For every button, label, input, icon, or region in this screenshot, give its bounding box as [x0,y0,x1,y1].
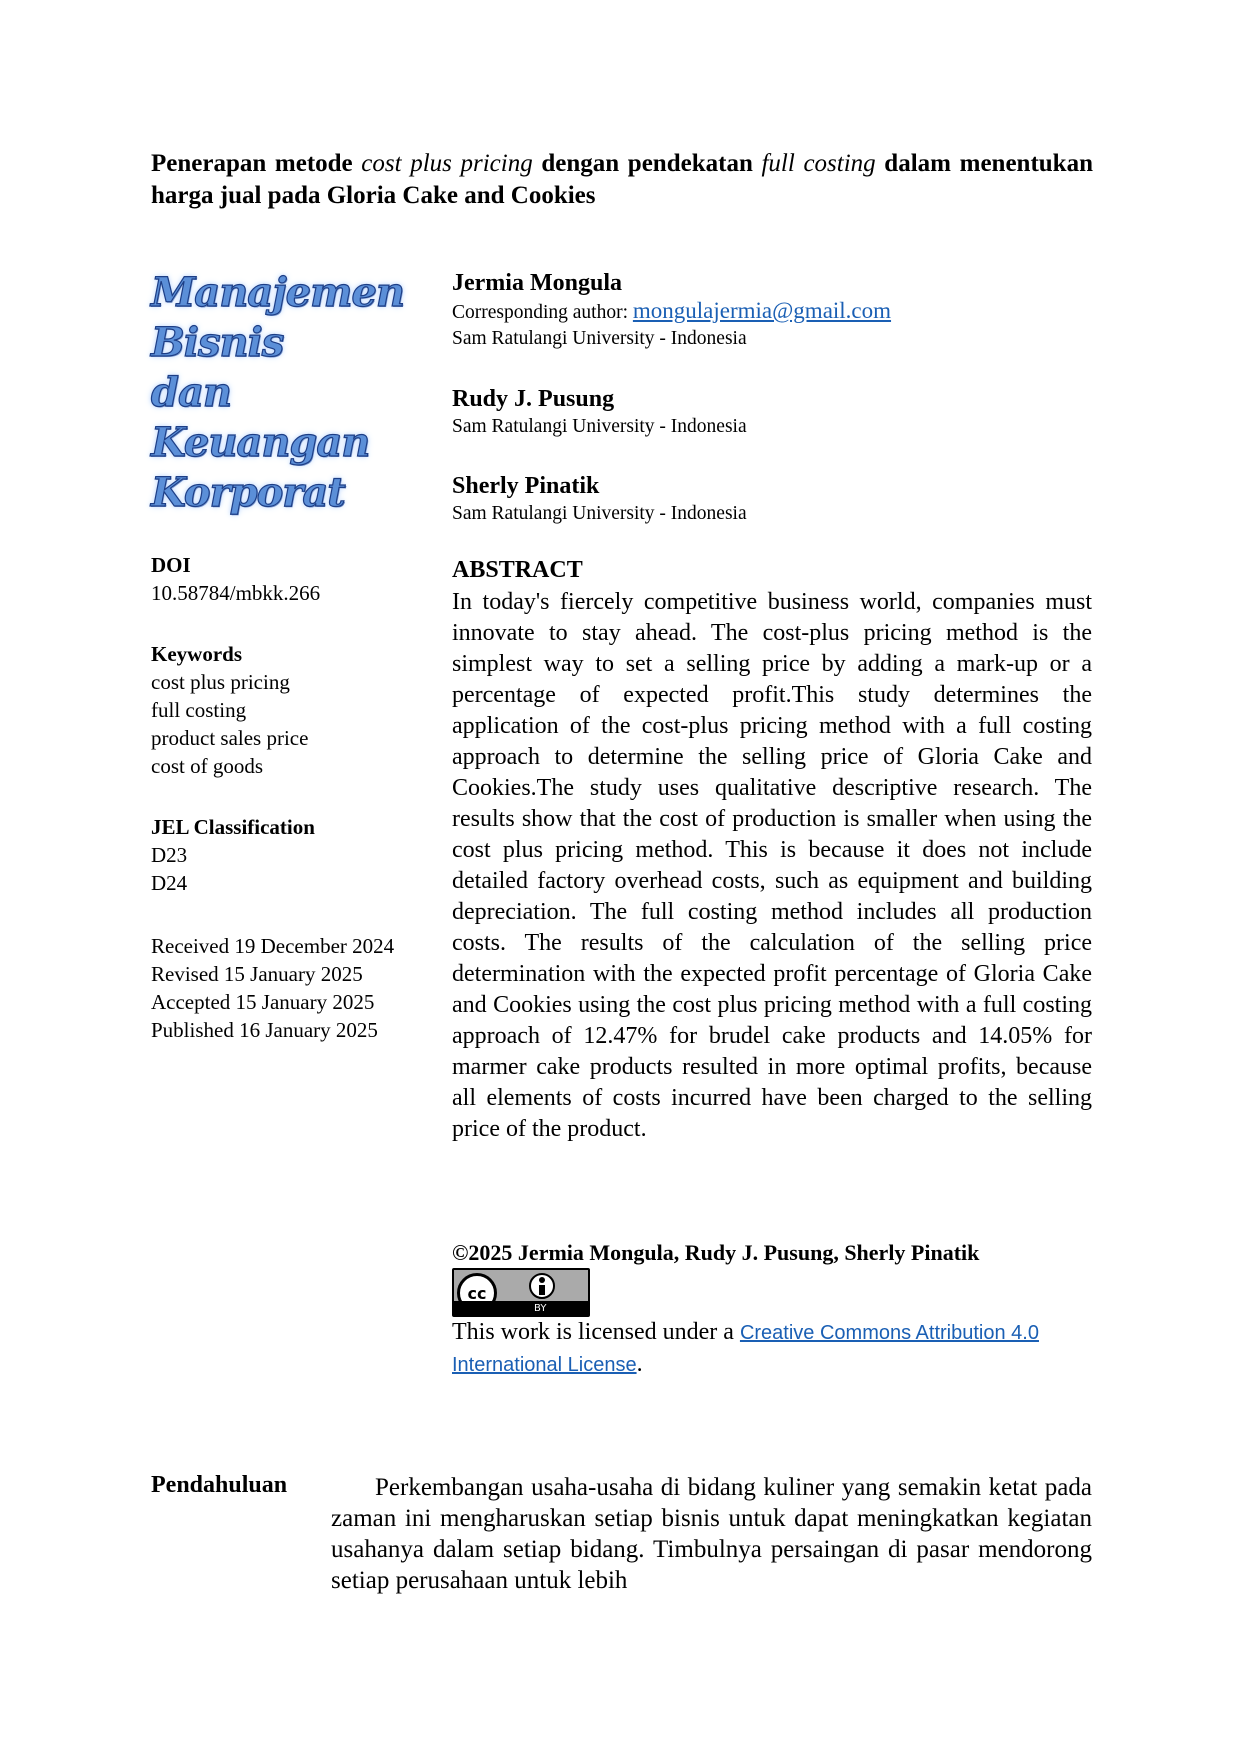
keyword-item: full costing [151,698,247,722]
author-2: Rudy J. Pusung Sam Ratulangi University … [452,384,1092,440]
doi-block: DOI 10.58784/mbkk.266 [151,551,421,607]
jel-item: D24 [151,871,188,895]
keywords-block: Keywords cost plus pricing full costing … [151,640,421,780]
author-1: Jermia Mongula Corresponding author: mon… [452,268,1092,352]
author-email-link[interactable]: mongulajermia@gmail.com [632,298,892,323]
by-label: BY [534,1303,547,1314]
author-affiliation: Sam Ratulangi University - Indonesia [452,328,747,349]
author-3: Sherly Pinatik Sam Ratulangi University … [452,471,1092,527]
section-heading-introduction: Pendahuluan [151,1472,288,1498]
license-statement: This work is licensed under a Creative C… [452,1317,1092,1381]
author-affiliation: Sam Ratulangi University - Indonesia [452,503,747,524]
jel-label: JEL Classification [151,815,315,839]
journal-logo-line: Manajemen [150,268,405,316]
author-affiliation: Sam Ratulangi University - Indonesia [452,416,747,437]
keyword-item: cost plus pricing [151,670,290,694]
journal-logo-line: Keuangan [150,418,371,466]
date-published: Published 16 January 2025 [151,1018,378,1042]
license-suffix: . [636,1351,643,1377]
author-name: Sherly Pinatik [452,473,600,499]
doi-value: 10.58784/mbkk.266 [151,581,321,605]
title-part-3: dalam menentukan harga jual pada Gloria … [151,150,1093,209]
author-name: Rudy J. Pusung [452,386,615,412]
copyright-line: ©2025 Jermia Mongula, Rudy J. Pusung, Sh… [452,1240,980,1265]
introduction-text: Perkembangan usaha-usaha di bidang kulin… [331,1474,1092,1594]
dates-block: Received 19 December 2024 Revised 15 Jan… [151,932,421,1044]
title-italic-2: full costing [761,150,876,177]
jel-item: D23 [151,843,188,867]
keyword-item: cost of goods [151,754,263,778]
title-part-2: dengan pendekatan [532,150,762,177]
journal-logo-line: dan [150,368,232,416]
badge-bar [454,1301,588,1315]
journal-logo: Manajemen Bisnis dan Keuangan Korporat [150,268,405,518]
corresponding-label: Corresponding author: [452,302,633,323]
keywords-label: Keywords [151,642,242,666]
corresponding-author: Corresponding author: mongulajermia@gmai… [452,298,1092,326]
abstract-text: In today's fiercely competitive business… [452,589,1092,1142]
date-received: Received 19 December 2024 [151,934,395,958]
paper-title: Penerapan metode cost plus pricing denga… [151,148,1093,212]
cc-by-license-badge[interactable]: cc BY [452,1268,590,1317]
jel-block: JEL Classification D23 D24 [151,813,421,897]
title-italic-1: cost plus pricing [361,150,533,177]
attribution-person-icon [529,1273,555,1299]
author-name: Jermia Mongula [452,270,622,296]
journal-logo-line: Korporat [150,468,346,516]
abstract-heading: ABSTRACT [452,557,583,583]
title-part-1: Penerapan metode [151,150,362,177]
journal-logo-line: Bisnis [150,318,285,366]
license-link[interactable]: Creative Commons Attribution 4.0 Interna… [452,1322,1039,1376]
doi-label: DOI [151,553,191,577]
date-revised: Revised 15 January 2025 [151,962,363,986]
license-prefix: This work is licensed under a [452,1319,740,1345]
keyword-item: product sales price [151,726,309,750]
date-accepted: Accepted 15 January 2025 [151,990,375,1014]
